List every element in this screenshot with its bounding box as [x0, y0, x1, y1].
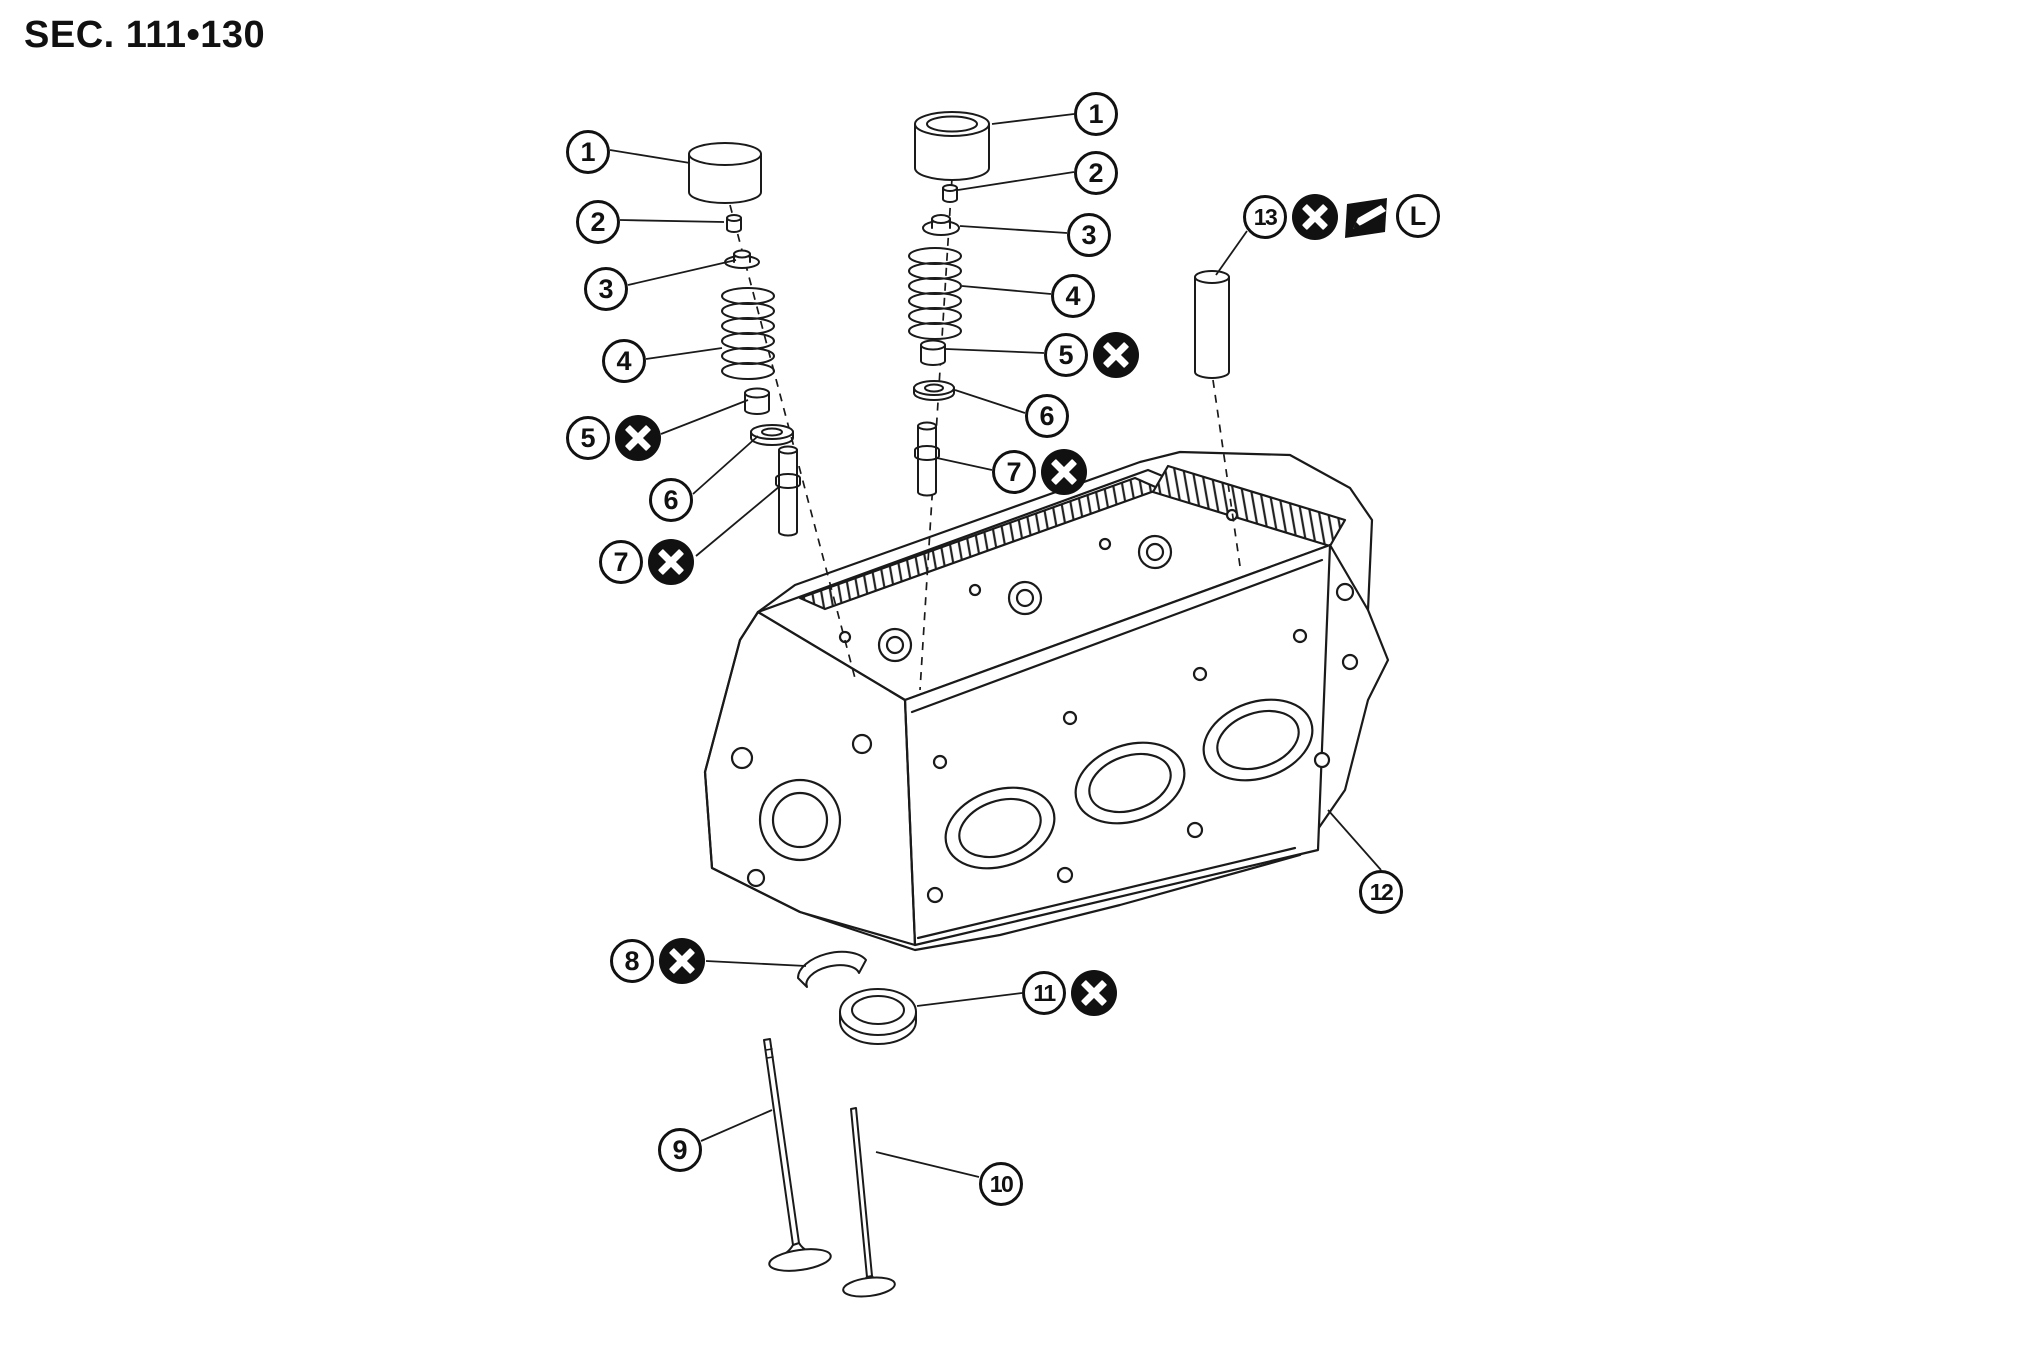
callout-10[interactable]: 10 — [979, 1162, 1023, 1206]
callout-2[interactable]: 2 — [1074, 151, 1118, 195]
non-reusable-x-icon — [648, 539, 694, 585]
round-seal — [839, 988, 917, 1045]
valve-lifter-left — [688, 142, 762, 204]
callout-12[interactable]: 12 — [1359, 870, 1403, 914]
spark-plug-wells — [877, 534, 1173, 663]
callout-13[interactable]: 13 — [1243, 195, 1287, 239]
callout-6[interactable]: 6 — [1025, 394, 1069, 438]
exhaust-valve — [842, 1107, 896, 1298]
intake-valve — [763, 1038, 832, 1272]
intake-ports — [944, 698, 1314, 870]
callout-5[interactable]: 5 — [1044, 333, 1088, 377]
non-reusable-x-icon — [659, 938, 705, 984]
lubricant-l-icon: L — [1396, 194, 1440, 238]
deck-bolt-holes — [838, 508, 1239, 644]
head-left-end — [703, 610, 917, 947]
callout-1[interactable]: 1 — [566, 130, 610, 174]
callout-2[interactable]: 2 — [576, 200, 620, 244]
valve-collet-left — [726, 214, 742, 233]
callout-4[interactable]: 4 — [1051, 274, 1095, 318]
callout-6[interactable]: 6 — [649, 478, 693, 522]
non-reusable-x-icon — [1071, 970, 1117, 1016]
valve-oil-seal-right — [920, 339, 946, 366]
valve-spring-right — [908, 247, 962, 340]
callout-1[interactable]: 1 — [1074, 92, 1118, 136]
spring-seat-left — [750, 424, 794, 446]
leader-lines — [609, 113, 1382, 1178]
callout-7[interactable]: 7 — [992, 450, 1036, 494]
callout-7[interactable]: 7 — [599, 540, 643, 584]
valve-parts — [688, 111, 1230, 1298]
callout-3[interactable]: 3 — [1067, 213, 1111, 257]
non-reusable-x-icon — [1093, 332, 1139, 378]
valve-collet-right — [942, 184, 958, 203]
valve-guide-left — [775, 445, 801, 537]
valve-spring-left — [721, 287, 775, 380]
oil-gallery-tube — [1194, 270, 1230, 379]
valve-lifter-right — [914, 111, 990, 181]
callout-3[interactable]: 3 — [584, 267, 628, 311]
callout-8[interactable]: 8 — [610, 939, 654, 983]
spring-retainer-right — [922, 214, 960, 236]
camshaft-end-seal — [796, 950, 867, 988]
sealant-pencil-icon — [1344, 194, 1390, 240]
callout-4[interactable]: 4 — [602, 339, 646, 383]
callout-11[interactable]: 11 — [1022, 971, 1066, 1015]
callout-5[interactable]: 5 — [566, 416, 610, 460]
non-reusable-x-icon — [615, 415, 661, 461]
front-face-bolt-holes — [926, 628, 1308, 904]
cylinder-head-drawing — [703, 450, 1390, 952]
section-title: SEC. 111•130 — [24, 14, 266, 56]
non-reusable-x-icon — [1292, 194, 1338, 240]
right-end-details — [1313, 543, 1370, 769]
callout-9[interactable]: 9 — [658, 1128, 702, 1172]
valve-oil-seal-left — [744, 387, 770, 415]
valve-guide-right — [914, 421, 940, 497]
left-end-details — [730, 733, 873, 888]
non-reusable-x-icon — [1041, 449, 1087, 495]
spring-seat-right — [913, 380, 955, 401]
